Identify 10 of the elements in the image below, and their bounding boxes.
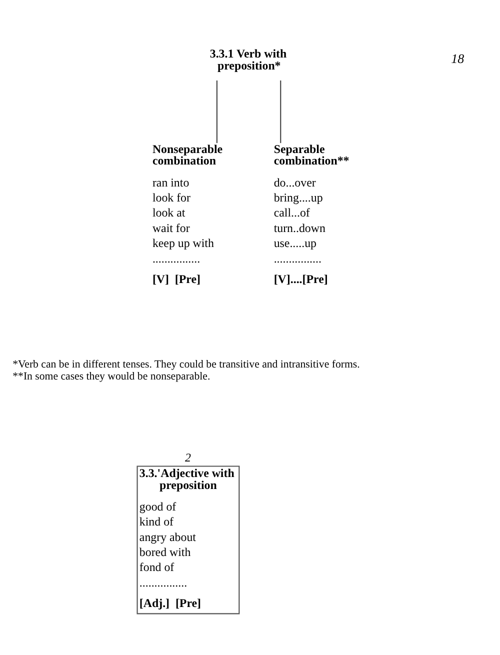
label: **In some cases they would be nonseparable. bbox=[12, 370, 210, 383]
node-box: 3.3.'Adjective with preposition good of kind of angry about bored with fond of ................ [Adj.] [Pre] bbox=[136, 466, 240, 614]
connector bbox=[216, 80, 218, 144]
node-text: Separable combination** do...over bring....up call...of turn..down use.....up ................ [V]....[Pre] bbox=[274, 142, 350, 286]
node-text: Nonseparable combination ran into look for look at wait for keep up with ................ [V] [Pre] bbox=[152, 142, 223, 286]
label: *Verb can be in different tenses. They could be transitive and intransitive forms. bbox=[12, 358, 360, 371]
label: 18 bbox=[451, 51, 464, 66]
connector bbox=[280, 80, 282, 144]
node-text: 3.3.1 Verb with preposition* bbox=[210, 46, 287, 72]
node-label: 2 bbox=[184, 450, 191, 465]
